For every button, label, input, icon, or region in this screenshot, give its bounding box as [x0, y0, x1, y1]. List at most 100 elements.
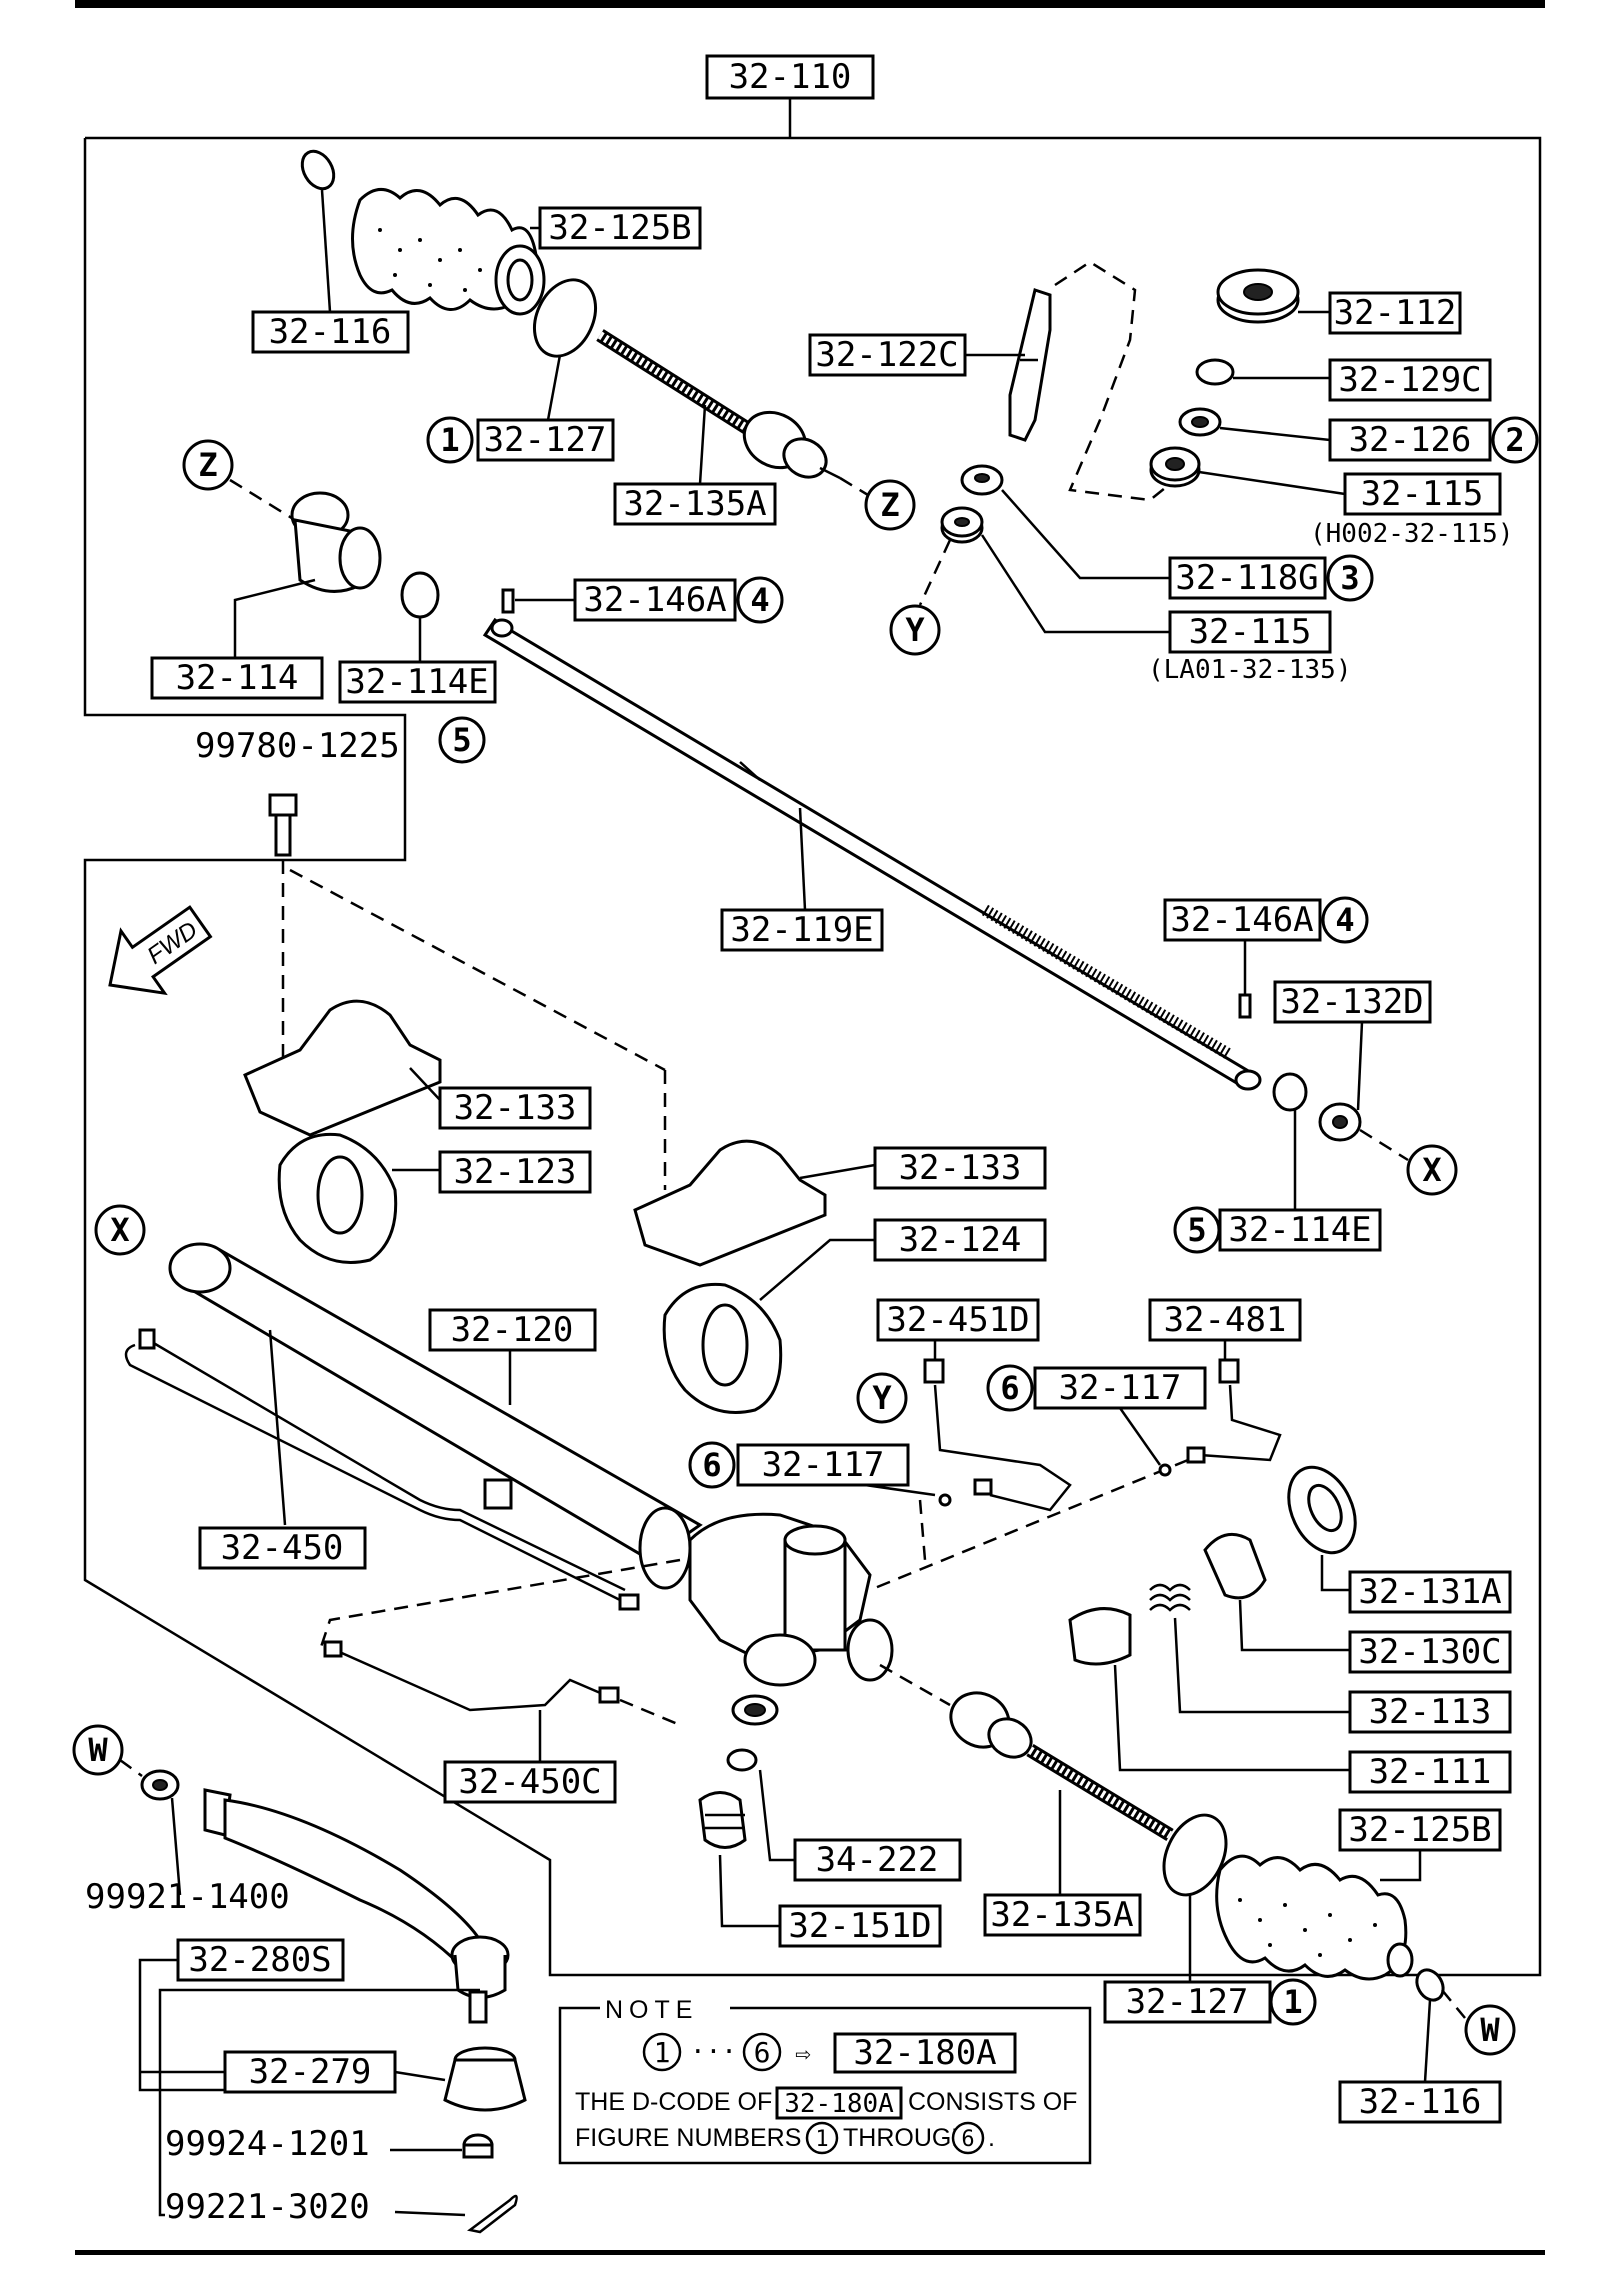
svg-text:W: W: [88, 1731, 108, 1769]
label-32-280s: 32-280S: [176, 1938, 345, 1982]
bracket-133-left-part: [243, 999, 442, 1137]
svg-text:.: .: [988, 2124, 995, 2152]
seal-131a-part: [1287, 1465, 1357, 1592]
washer-126-part: [1178, 407, 1331, 442]
label-32-130c: 32-130C: [1348, 1630, 1512, 1674]
label-32-115-top: 32-115: [1343, 472, 1502, 516]
label-32-118g: 32-118G: [1168, 556, 1327, 600]
label-32-117-left: 32-117: [736, 1443, 910, 1487]
svg-text:34-222: 34-222: [816, 1840, 939, 1880]
svg-text:32-129C: 32-129C: [1338, 360, 1481, 400]
svg-text:32-115: 32-115: [1189, 612, 1312, 652]
svg-text:32-146A: 32-146A: [1170, 900, 1313, 940]
clip-bottom-part: [1415, 1968, 1466, 2083]
clip-part: [300, 149, 336, 313]
svg-text:6: 6: [702, 1446, 721, 1484]
circled-6-right: 6: [986, 1364, 1034, 1412]
label-32-112: 32-112: [1328, 291, 1462, 335]
circled-4-right: 4: [1321, 896, 1369, 944]
svg-text:32-130C: 32-130C: [1358, 1632, 1501, 1672]
label-32-129c: 32-129C: [1328, 358, 1492, 402]
label-32-481: 32-481: [1148, 1298, 1302, 1342]
label-32-110: 32-110: [705, 54, 875, 100]
svg-text:32-135A: 32-135A: [990, 1895, 1133, 1935]
note-line1-prefix: THE D-CODE OF: [575, 2088, 772, 2116]
svg-text:···: ···: [690, 2037, 737, 2067]
note-line2-prefix: FIGURE NUMBERS: [575, 2124, 801, 2152]
pin-146a-top-part: [501, 588, 575, 614]
bolt-part: [268, 793, 667, 1190]
svg-text:32-133: 32-133: [454, 1088, 577, 1128]
pipe-450c-part: [318, 1558, 681, 1762]
nut-222-part: [726, 1694, 795, 1862]
svg-text:1: 1: [1283, 1983, 1302, 2021]
svg-text:32-113: 32-113: [1369, 1692, 1492, 1732]
svg-text:32-132D: 32-132D: [1280, 982, 1423, 1022]
svg-text:32-119E: 32-119E: [730, 910, 873, 950]
svg-text:4: 4: [750, 581, 769, 619]
svg-text:32-116: 32-116: [1359, 2082, 1482, 2122]
svg-text:32-114: 32-114: [176, 658, 299, 698]
label-32-111: 32-111: [1348, 1750, 1512, 1794]
svg-text:32-127: 32-127: [484, 420, 607, 460]
svg-text:4: 4: [1335, 901, 1354, 939]
dust-boot-279-part: [394, 2046, 527, 2112]
assembly-frame: [83, 136, 1542, 1977]
svg-text:X: X: [110, 1211, 129, 1249]
group-bracket-280s: [138, 1958, 480, 2217]
bushing-114e-right-part: [1272, 1072, 1308, 1210]
svg-text:32-118G: 32-118G: [1175, 558, 1318, 598]
label-32-151d: 32-151D: [778, 1904, 942, 1948]
svg-text:32-280S: 32-280S: [188, 1940, 331, 1980]
label-32-114e-top: 32-114E: [338, 660, 497, 704]
svg-text:1: 1: [440, 421, 459, 459]
label-32-132d: 32-132D: [1273, 980, 1432, 1024]
label-32-450: 32-450: [198, 1526, 367, 1570]
svg-text:W: W: [1480, 2011, 1500, 2049]
label-32-115-mid: 32-115: [1168, 610, 1332, 654]
svg-text:⇨: ⇨: [795, 2039, 811, 2069]
label-32-125b-bottom: 32-125B: [1338, 1808, 1502, 1852]
label-32-126: 32-126: [1328, 418, 1492, 462]
svg-text:2: 2: [1505, 421, 1524, 459]
tie-rod-top-part: [596, 329, 869, 497]
svg-text:32-125B: 32-125B: [1348, 1810, 1491, 1850]
note-line2-circled-6: 6: [961, 2127, 974, 2152]
label-32-123: 32-123: [438, 1150, 592, 1194]
svg-text:32-115: 32-115: [1361, 474, 1484, 514]
svg-text:32-120: 32-120: [451, 1310, 574, 1350]
label-32-117-right: 32-117: [1033, 1366, 1207, 1410]
label-32-114: 32-114: [150, 656, 324, 700]
part-99221-3020: 99221-3020: [165, 2187, 370, 2227]
svg-text:32-117: 32-117: [1059, 1368, 1182, 1408]
label-34-222: 34-222: [793, 1838, 962, 1882]
note-ref-box: 32-180A: [853, 2033, 996, 2073]
label-32-116-top: 32-116: [251, 310, 410, 354]
circled-1-bottom: 1: [1269, 1978, 1317, 2026]
circled-x-left: X: [94, 1204, 146, 1256]
svg-text:32-450: 32-450: [221, 1528, 344, 1568]
pinion-shaft-part: [965, 260, 1176, 502]
label-32-119e: 32-119E: [720, 908, 884, 952]
svg-text:32-450C: 32-450C: [458, 1762, 601, 1802]
label-32-146a-right: 32-146A: [1163, 898, 1322, 942]
note-title: NOTE: [605, 1996, 698, 2024]
label-32-127-top: 32-127: [476, 418, 615, 462]
rack-bar-part: [482, 617, 1262, 1091]
bushing-132d-part: [1318, 1021, 1409, 1162]
svg-text:5: 5: [1187, 1211, 1206, 1249]
circled-6-left: 6: [688, 1441, 736, 1489]
svg-text:32-135A: 32-135A: [623, 484, 766, 524]
svg-text:32-481: 32-481: [1164, 1300, 1287, 1340]
svg-text:3: 3: [1340, 559, 1359, 597]
label-32-146a-top: 32-146A: [573, 578, 737, 622]
svg-text:32-123: 32-123: [454, 1152, 577, 1192]
note-line1-suffix: CONSISTS OF: [908, 2088, 1077, 2116]
circled-x-right: X: [1406, 1144, 1458, 1196]
circled-y-mid: Y: [856, 1372, 908, 1424]
note-la01: (LA01-32-135): [1148, 655, 1352, 685]
label-32-124: 32-124: [873, 1218, 1047, 1262]
label-32-114e-right: 32-114E: [1218, 1208, 1382, 1252]
pipe-450-part: [124, 1328, 640, 1611]
